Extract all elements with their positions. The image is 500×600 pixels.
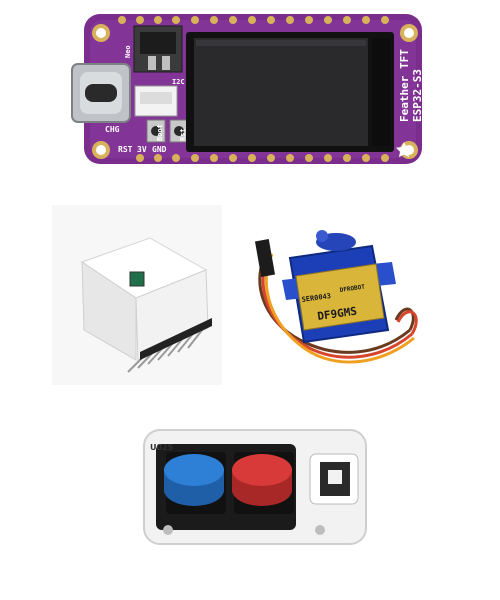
boot-button xyxy=(146,119,166,143)
rst-button-label: Rst xyxy=(179,128,187,141)
feather-tft-board: Feather TFT ESP32-S3 RST 3V GND CHG Neo … xyxy=(71,14,424,164)
top-pin-pads xyxy=(118,16,389,24)
screw-hole xyxy=(315,525,325,535)
battery-connector xyxy=(133,25,183,73)
sensor-window xyxy=(129,271,145,287)
servo-model: DF9GMS xyxy=(317,305,358,323)
tft-display xyxy=(186,32,394,152)
chg-label: CHG xyxy=(105,125,120,134)
blue-button xyxy=(164,452,226,514)
servo-motor: SER0043 DFROBOT DF9GMS xyxy=(254,230,418,364)
boot-label: Boot xyxy=(156,124,164,141)
pin-header-base xyxy=(140,318,212,360)
grove-connector xyxy=(309,453,359,505)
pin-gnd-label: GND xyxy=(152,145,167,154)
unit-label: U025 xyxy=(150,443,174,452)
servo-spline xyxy=(316,230,328,242)
adafruit-star-logo xyxy=(396,142,412,158)
stemma-qt-connector xyxy=(134,85,178,117)
usb-c-connector xyxy=(71,63,131,123)
module-left-face xyxy=(81,261,137,361)
servo-brand: DFROBOT xyxy=(339,283,365,294)
module-right-face xyxy=(135,269,209,361)
servo-label xyxy=(295,263,385,331)
dual-button-unit: U025 xyxy=(143,429,367,545)
chip-label: ESP32-S3 xyxy=(411,69,424,122)
i2c-label: I2C xyxy=(172,78,185,86)
pin-rst-label: RST xyxy=(118,145,133,154)
screw-hole xyxy=(163,525,173,535)
pin-3v-label: 3V xyxy=(137,145,147,154)
m5-white-module xyxy=(52,205,222,385)
servo-connector xyxy=(254,239,276,277)
servo-wires xyxy=(258,249,418,364)
neo-label: Neo xyxy=(124,45,132,58)
red-button xyxy=(232,452,294,514)
model-label: Feather TFT xyxy=(398,49,411,122)
bottom-pin-pads xyxy=(136,154,389,162)
